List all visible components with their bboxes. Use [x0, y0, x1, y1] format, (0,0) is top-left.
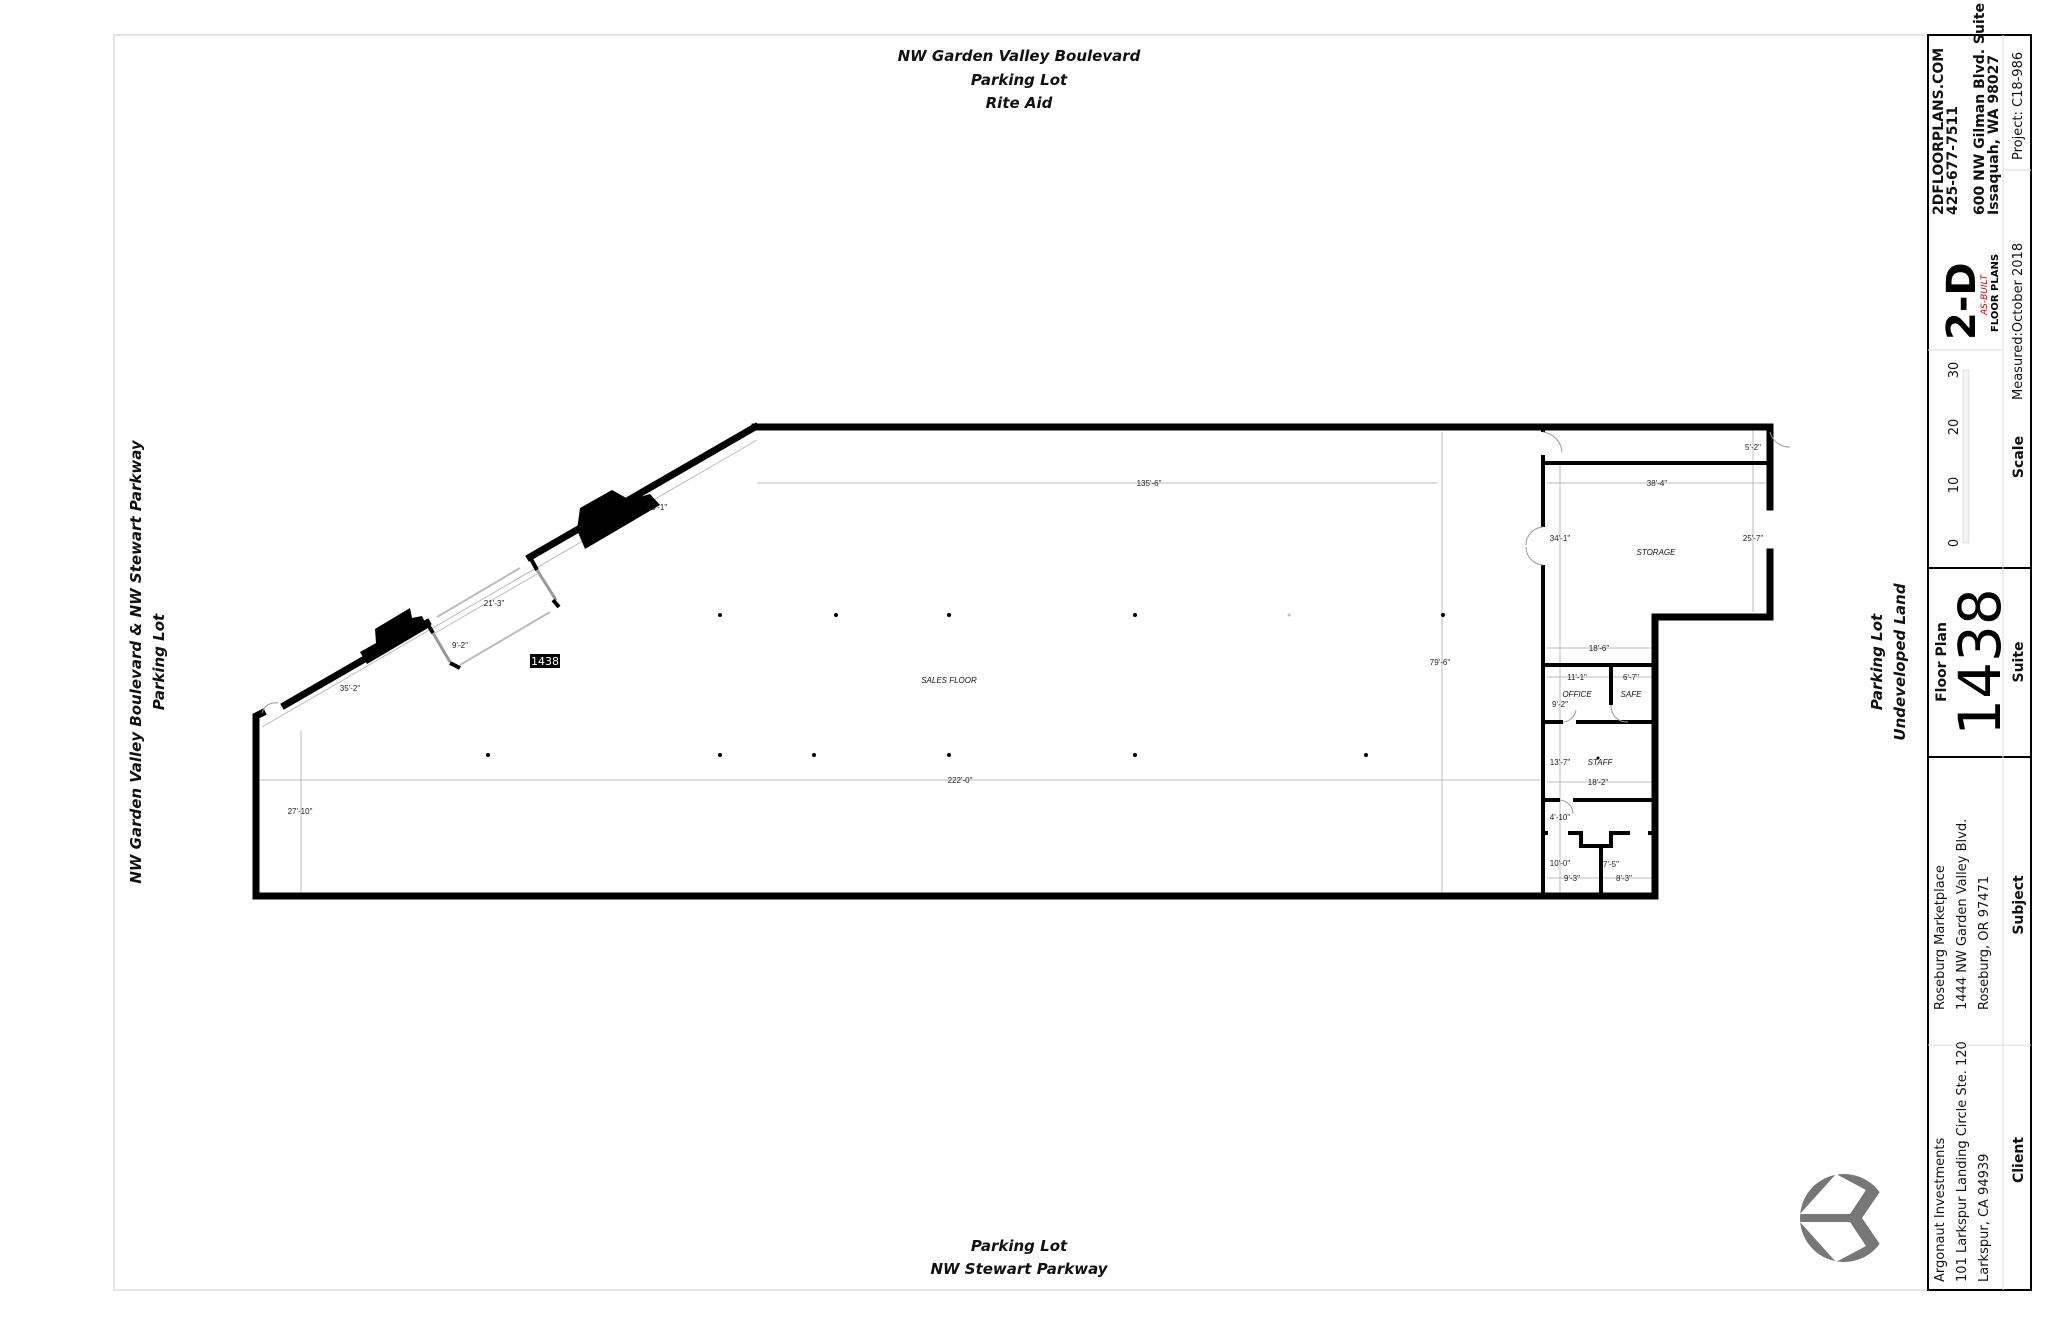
company-address-1: 600 NW Gilman Blvd. Suite E	[1972, 0, 1988, 215]
context-bottom-parking: Parking Lot	[971, 1237, 1068, 1255]
subject-line: 1444 NW Garden Valley Blvd.	[1955, 819, 1970, 1010]
room-staff: STAFF	[1588, 758, 1614, 767]
dim-label: 18'-6"	[1589, 644, 1610, 653]
dimension-lines	[260, 430, 1766, 892]
dim-label: 6'-7"	[1623, 673, 1639, 682]
dim-label: 27'-10"	[288, 807, 313, 816]
context-left-parking: Parking Lot	[150, 613, 168, 710]
title-block: 2-D AS-BUILT FLOOR PLANS 2DFLOORPLANS.CO…	[1927, 0, 2032, 1291]
dim-label: 8'-3"	[1616, 874, 1632, 883]
dim-label: 5'-2"	[1745, 443, 1761, 452]
scale-tick: 10	[1947, 477, 1962, 494]
context-left-street: NW Garden Valley Boulevard & NW Stewart …	[127, 439, 145, 884]
context-right-land: Undeveloped Land	[1891, 583, 1909, 740]
subject-label: Subject	[2011, 875, 2027, 935]
scale-tick: 0	[1947, 539, 1962, 547]
dim-label: 9'-2"	[452, 641, 468, 650]
room-safe: SAFE	[1621, 690, 1643, 699]
interior-walls	[1541, 427, 1770, 896]
company-logo-asbuilt: AS-BUILT	[1980, 273, 1990, 316]
context-bottom-street: NW Stewart Parkway	[930, 1260, 1108, 1278]
dim-label: 35'-2"	[340, 684, 361, 693]
room-storage: STORAGE	[1637, 548, 1677, 557]
exterior-walls	[252, 422, 1774, 900]
suite-number: 1438	[1946, 588, 2014, 736]
doors	[261, 431, 1791, 815]
client-logo	[1800, 1174, 1888, 1262]
measured-date: Measured:October 2018	[2011, 243, 2026, 400]
columns	[486, 613, 1600, 760]
dim-label: 10'-0"	[1550, 859, 1571, 868]
room-sales-floor: SALES FLOOR	[921, 676, 977, 685]
dim-label: 34'-1"	[1550, 534, 1571, 543]
company-logo-floorplans: FLOOR PLANS	[1990, 254, 2001, 332]
vestibule	[425, 556, 561, 670]
client-line: Argonaut Investments	[1933, 1137, 1948, 1282]
company-address-2: Issaquah, WA 98027	[1986, 55, 2002, 215]
context-right-parking: Parking Lot	[1868, 613, 1886, 710]
dim-label: 18'-2"	[1588, 778, 1609, 787]
room-office: OFFICE	[1562, 690, 1592, 699]
company-logo: 2-D	[1939, 262, 1985, 340]
subject-line: Roseburg Marketplace	[1933, 865, 1948, 1010]
scale-tick: 20	[1947, 419, 1962, 436]
scale-bar: 0 10 20 30	[1947, 362, 1970, 547]
floor-plan-header: Floor Plan	[1934, 622, 1950, 702]
dim-label: 25'-7"	[1743, 534, 1764, 543]
suite-tag	[530, 654, 560, 668]
scale-label: Scale	[2011, 436, 2027, 478]
dim-label: 79'-6"	[1430, 658, 1451, 667]
company-website: 2DFLOORPLANS.COM	[1931, 48, 1947, 215]
dim-label: 43'-1"	[647, 503, 668, 512]
dim-label: 222'-0"	[948, 776, 973, 785]
sheet-border	[113, 34, 2032, 1291]
context-top-store: Rite Aid	[986, 94, 1053, 112]
dim-label: 7'-5"	[1603, 860, 1619, 869]
dim-label: 135'-6"	[1137, 479, 1162, 488]
dim-label: 13'-7"	[1550, 758, 1571, 767]
dim-label: 9'-2"	[1552, 700, 1568, 709]
dimension-labels: 135'-6" 79'-6" 222'-0" 27'-10" 35'-2" 43…	[288, 443, 1764, 883]
client-label: Client	[2011, 1137, 2027, 1183]
company-phone: 425-677-7511	[1945, 106, 1961, 215]
client-line: 101 Larkspur Landing Circle Ste. 120	[1955, 1041, 1970, 1282]
client-line: Larkspur, CA 94939	[1977, 1154, 1992, 1282]
dim-label: 21'-3"	[484, 599, 505, 608]
dim-label: 9'-3"	[1564, 874, 1580, 883]
suite-tag-label: 1438	[531, 655, 559, 668]
suite-label: Suite	[2011, 641, 2027, 682]
context-top-parking: Parking Lot	[971, 71, 1068, 89]
dim-label: 11'-1"	[1567, 673, 1587, 682]
scale-tick: 30	[1947, 362, 1962, 379]
project-number: Project: C18-986	[2011, 52, 2026, 160]
subject-line: Roseburg, OR 97471	[1977, 876, 1992, 1010]
dim-label: 38'-4"	[1647, 479, 1668, 488]
dim-label: 4'-10"	[1550, 813, 1571, 822]
context-top-street: NW Garden Valley Boulevard	[898, 47, 1141, 65]
